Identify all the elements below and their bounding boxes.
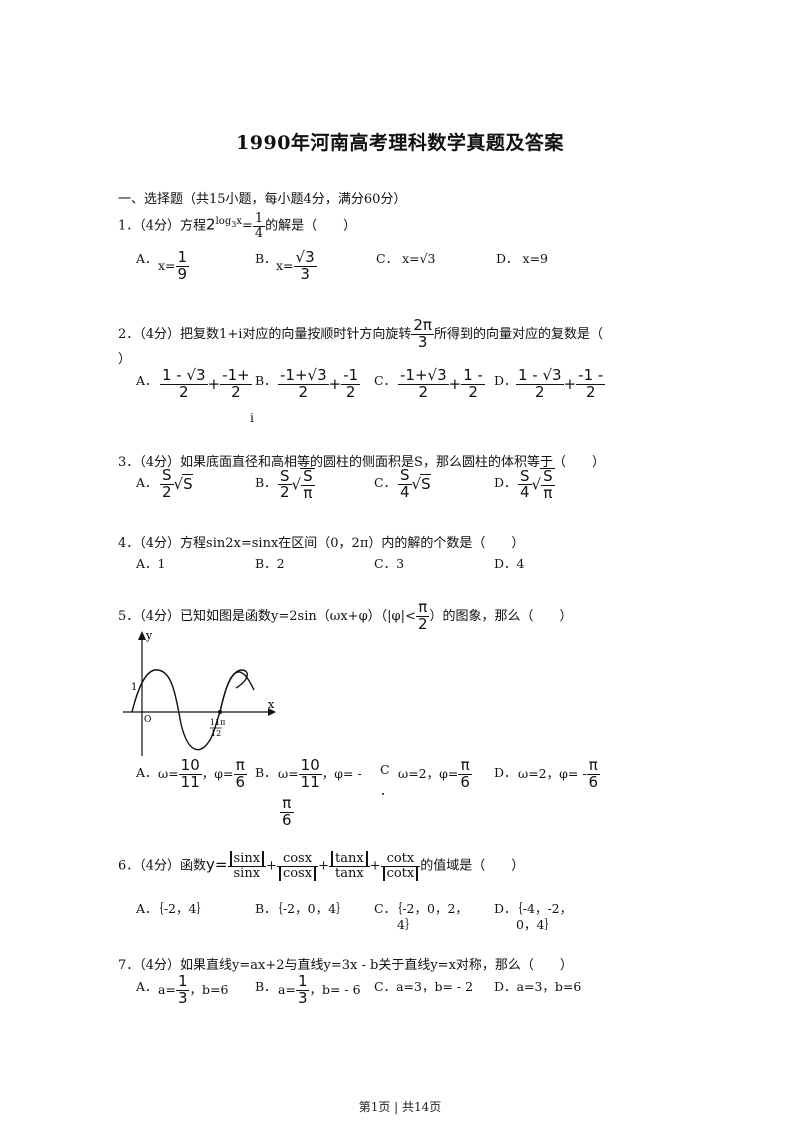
q5-sine-graph: y x 1 O 11π 12	[123, 629, 276, 756]
graph-sine-tail	[219, 671, 255, 713]
q4-option-a: A．1	[136, 556, 166, 571]
q2-option-b-i: i	[250, 410, 254, 425]
question-7: 7．（4分）如果直线y=ax+2与直线y=3x - b关于直线y=x对称，那么（…	[118, 958, 573, 973]
q2-option-b-label: B．	[255, 373, 277, 388]
q5-option-a-label: A．	[136, 765, 158, 780]
graph-y-one: 1	[131, 682, 137, 693]
q1-option-b: B．	[255, 251, 277, 266]
q5-option-b-label: B．	[255, 765, 277, 780]
graph-x-arrow	[268, 708, 276, 716]
q1-log: log	[215, 216, 232, 228]
q2-option-c-label: C．	[374, 373, 397, 388]
q1-base: 2	[206, 215, 216, 234]
q6-option-c: C．｛-2，0，2，	[374, 901, 468, 916]
graph-y-label: y	[145, 629, 153, 642]
q7-option-d: D．a=3，b=6	[494, 979, 582, 994]
q5-option-d-label: D．	[494, 765, 517, 780]
graph-tick-den: 12	[211, 729, 221, 738]
graph-tick-num: 11π	[210, 718, 225, 727]
q3-option-a-label: A．	[136, 475, 158, 490]
q2-tail: 所得到的向量对应的复数是（	[433, 326, 603, 342]
q4-option-b: B．2	[255, 556, 285, 571]
q4-option-c: C．3	[374, 556, 405, 571]
graph-x-label: x	[268, 698, 275, 711]
q6-option-b: B．｛-2，0，4｝	[255, 901, 349, 916]
question-3: 3．（4分）如果底面直径和高相等的圆柱的侧面积是S，那么圆柱的体积等于（ ）	[118, 455, 605, 470]
q7-option-c: C．a=3，b= - 2	[374, 979, 474, 994]
q5-option-c-label: C	[380, 762, 390, 777]
q1-eq: =	[241, 218, 253, 234]
q1-log-var: x	[236, 216, 242, 228]
q5-option-c-dot: ．	[380, 783, 393, 798]
q3-option-b-label: B．	[255, 475, 277, 490]
q1-log-base: 3	[231, 220, 237, 230]
q1-option-d: D． x=9	[496, 251, 548, 266]
q1-option-a: A．	[136, 251, 158, 266]
question-4: 4．（4分）方程sin2x=sinx在区间（0，2π）内的解的个数是（ ）	[118, 536, 525, 551]
q6-option-d: D．｛-4，-2，	[494, 901, 573, 916]
graph-zero-point	[218, 710, 222, 714]
q5-tail: ）的图象，那么（ ）	[429, 608, 573, 624]
q4-option-d: D．4	[494, 556, 525, 571]
section-header: 一、选择题（共15小题，每小题4分，满分60分）	[118, 192, 407, 207]
q2-option-a-label: A．	[136, 373, 158, 388]
q6-tail: 的值域是（ ）	[420, 858, 525, 874]
q6-option-d-cont: 0，4｝	[516, 917, 557, 932]
graph-y-arrow	[138, 631, 146, 640]
question-2-stem: 2．（4分）把复数1+i对应的向量按顺时针方向旋转	[118, 326, 412, 342]
q2-option-d-label: D．	[494, 373, 517, 388]
graph-origin: O	[144, 715, 151, 725]
page-title: 1990年河南高考理科数学真题及答案	[236, 132, 564, 154]
q3-option-d-label: D．	[494, 475, 517, 490]
q6-option-c-cont: 4｝	[397, 917, 418, 932]
q3-option-c-label: C．	[374, 475, 397, 490]
q7-option-b-label: B．	[255, 979, 277, 994]
question-1-stem: 1．（4分）方程	[118, 218, 207, 234]
q1-tail: 的解是（ ）	[265, 218, 357, 234]
q2-tail-close: ）	[118, 352, 132, 367]
q1-option-c: C． x=√3	[376, 251, 436, 266]
page-footer: 第1页 | 共14页	[358, 1100, 442, 1114]
question-6-stem: 6．（4分）函数	[118, 858, 207, 874]
q6-option-a: A．｛-2，4｝	[136, 901, 209, 916]
question-5-stem: 5．（4分）已知如图是函数y=2sin（ωx+φ）（|φ|<	[118, 608, 416, 624]
graph-sine-curve	[131, 669, 248, 751]
q7-option-a-label: A．	[136, 979, 158, 994]
